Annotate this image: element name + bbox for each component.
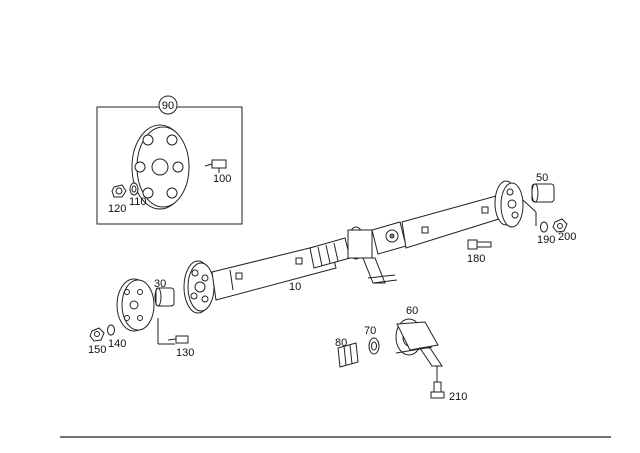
sleeve-50: [531, 183, 555, 203]
callout-110: 110: [129, 196, 147, 208]
sleeve-30: [154, 287, 175, 307]
callout-10: 10: [289, 281, 301, 293]
callout-130: 130: [176, 347, 194, 359]
callout-80: 80: [335, 337, 347, 349]
callout-60: 60: [406, 305, 418, 317]
boot-80: [337, 342, 359, 368]
callout-190: 190: [537, 234, 555, 246]
washer-110: [129, 182, 139, 196]
bolt-210: [430, 381, 445, 399]
nut-150: [89, 327, 105, 342]
center-bearing-60: [395, 318, 443, 367]
callout-70: 70: [364, 325, 376, 337]
callout-180: 180: [467, 253, 485, 265]
callout-140: 140: [108, 338, 126, 350]
callout-30: 30: [154, 278, 166, 290]
washer-190: [540, 221, 548, 233]
propeller-shaft: [183, 180, 524, 314]
nut-120: [111, 184, 127, 198]
callout-120: 120: [108, 203, 126, 215]
callout-50: 50: [536, 172, 548, 184]
nut-200: [552, 218, 568, 233]
callout-200: 200: [558, 231, 576, 243]
callout-100: 100: [213, 173, 231, 185]
bolt-180: [467, 239, 492, 250]
callout-90: 90: [162, 100, 174, 112]
flex-disc-part: [131, 124, 190, 210]
callout-150: 150: [88, 344, 106, 356]
bolt-130: [167, 335, 189, 344]
bearing-70: [368, 337, 380, 355]
front-flange: [116, 278, 155, 332]
bolt-100: [204, 159, 227, 173]
callout-210: 210: [449, 391, 467, 403]
flex-disc-inset: 90 100 120 110: [96, 95, 243, 225]
washer-140: [107, 324, 115, 336]
